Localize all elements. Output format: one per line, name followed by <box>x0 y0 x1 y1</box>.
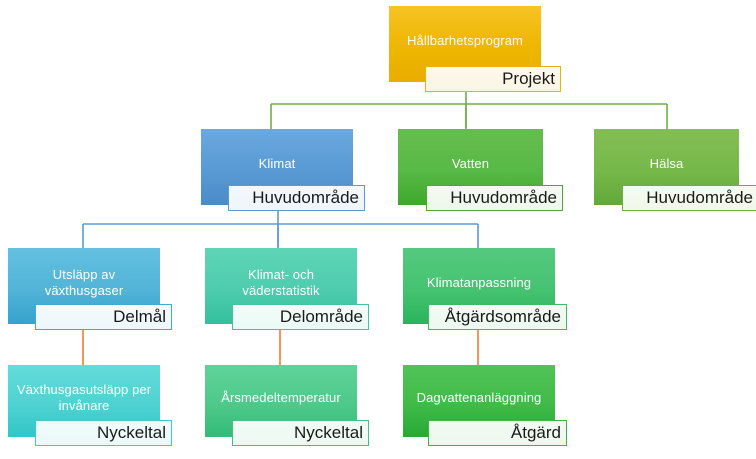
node-arsmedeltemperatur-label[interactable]: Nyckeltal <box>232 420 369 446</box>
node-halsa[interactable]: Hälsa Huvudområde <box>594 129 756 211</box>
node-klimatanpassning-title: Klimatanpassning <box>426 274 532 290</box>
node-vatten-title: Vatten <box>451 155 490 171</box>
node-klimatanpassning-label[interactable]: Åtgärdsområde <box>428 304 567 330</box>
node-vaxthusgasutslapp-label-text: Nyckeltal <box>97 423 166 442</box>
node-halsa-label-text: Huvudområde <box>646 188 753 207</box>
node-klimat[interactable]: Klimat Huvudområde <box>201 129 366 211</box>
node-klimatstatistik-label-text: Delområde <box>279 307 363 326</box>
node-utslapp-title: Utsläpp av växthusgaser <box>44 266 124 298</box>
node-klimat-och-vaderstatistik[interactable]: Klimat- och väderstatistik Delområde <box>205 248 370 330</box>
node-vaxthusgasutslapp-title: Växthusgasutsläpp per invånare <box>16 381 152 413</box>
node-arsmedeltemperatur[interactable]: Årsmedeltemperatur Nyckeltal <box>205 365 370 446</box>
node-klimatanpassning[interactable]: Klimatanpassning Åtgärdsområde <box>403 248 568 330</box>
node-klimat-label-text: Huvudområde <box>252 188 359 207</box>
edge-group-leaf <box>82 330 479 365</box>
node-vatten-label-text: Huvudområde <box>450 188 557 207</box>
node-klimatanpassning-label-text: Åtgärdsområde <box>444 307 561 326</box>
node-hallbarhetsprogram-label[interactable]: Projekt <box>425 66 561 92</box>
node-dagvattenanlaggning[interactable]: Dagvattenanläggning Åtgärd <box>403 365 568 446</box>
node-vatten-label[interactable]: Huvudområde <box>426 185 563 211</box>
node-dagvattenanlaggning-label[interactable]: Åtgärd <box>428 420 567 446</box>
node-klimat-title: Klimat <box>258 155 296 171</box>
node-hallbarhetsprogram[interactable]: Hållbarhetsprogram Projekt <box>389 6 561 92</box>
node-halsa-title: Hälsa <box>649 155 684 171</box>
node-vaxthusgasutslapp-label[interactable]: Nyckeltal <box>35 420 172 446</box>
node-dagvattenanlaggning-label-text: Åtgärd <box>510 423 561 442</box>
node-utslapp-label[interactable]: Delmål <box>35 304 172 330</box>
node-dagvattenanlaggning-title: Dagvattenanläggning <box>416 389 542 405</box>
edge-group-klimat <box>82 211 479 248</box>
node-arsmedeltemperatur-title: Årsmedeltemperatur <box>221 389 341 405</box>
node-klimat-label[interactable]: Huvudområde <box>228 185 365 211</box>
node-vatten[interactable]: Vatten Huvudområde <box>398 129 564 211</box>
node-arsmedeltemperatur-label-text: Nyckeltal <box>294 423 363 442</box>
node-klimatstatistik-title: Klimat- och väderstatistik <box>242 266 320 298</box>
node-hallbarhetsprogram-title: Hållbarhetsprogram <box>407 32 523 48</box>
node-halsa-label[interactable]: Huvudområde <box>622 185 756 211</box>
node-vaxthusgasutslapp-per-invanare[interactable]: Växthusgasutsläpp per invånare Nyckeltal <box>8 365 173 446</box>
node-hallbarhetsprogram-label-text: Projekt <box>502 69 555 88</box>
edge-group-project <box>270 92 668 129</box>
node-utslapp-av-vaxthusgaser[interactable]: Utsläpp av växthusgaser Delmål <box>8 248 173 330</box>
node-klimatstatistik-label[interactable]: Delområde <box>232 304 369 330</box>
node-utslapp-label-text: Delmål <box>113 307 166 326</box>
